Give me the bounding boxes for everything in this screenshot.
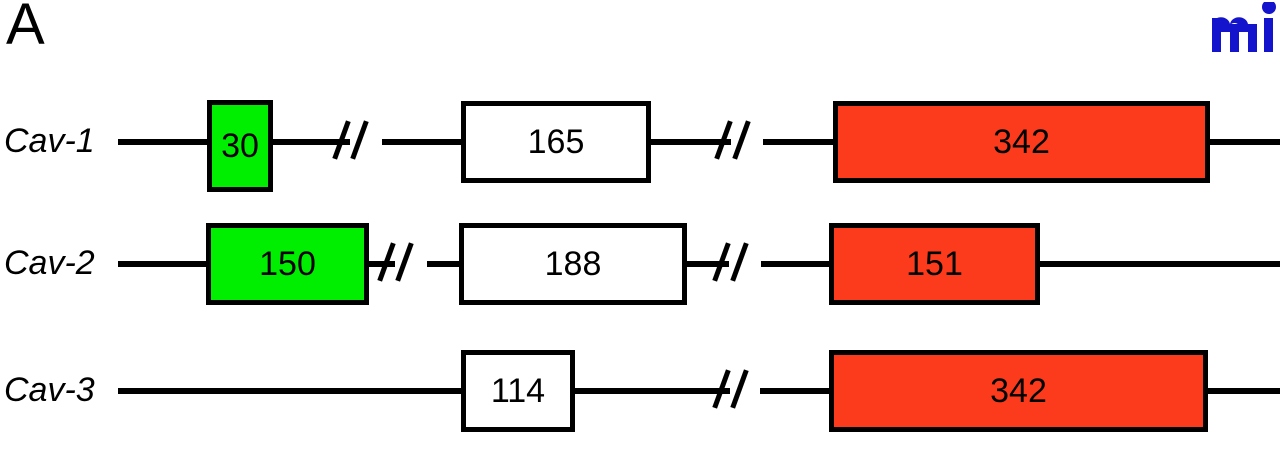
exon-box-green[interactable]: 30 <box>207 100 273 192</box>
backbone-segment <box>382 139 468 145</box>
gene-label-cav1: Cav-1 <box>4 122 95 160</box>
backbone-segment <box>1203 139 1280 145</box>
gene-label-cav3: Cav-3 <box>4 371 95 409</box>
backbone-segment <box>681 261 729 267</box>
exon-box-white[interactable]: 188 <box>459 223 687 305</box>
exon-box-white[interactable]: 114 <box>461 350 575 432</box>
backbone-segment <box>363 261 395 267</box>
backbone-segment <box>118 261 212 267</box>
mi-logo <box>1208 2 1280 54</box>
backbone-segment <box>427 261 465 267</box>
exon-box-red[interactable]: 151 <box>829 223 1040 305</box>
exon-box-white[interactable]: 165 <box>461 101 651 183</box>
intron-break-mark <box>712 242 749 286</box>
backbone-segment <box>1203 388 1280 394</box>
exon-box-red[interactable]: 342 <box>829 350 1208 432</box>
backbone-segment <box>266 139 350 145</box>
gene-label-cav2: Cav-2 <box>4 244 95 282</box>
gene-row-cav1: Cav-1 30 165 342 <box>0 82 1280 202</box>
exon-box-red[interactable]: 342 <box>833 101 1210 183</box>
intron-break-mark <box>714 120 751 164</box>
backbone-segment <box>761 261 835 267</box>
backbone-segment <box>118 388 468 394</box>
backbone-segment <box>118 139 214 145</box>
backbone-segment <box>570 388 730 394</box>
backbone-segment <box>645 139 731 145</box>
exon-box-green[interactable]: 150 <box>206 223 369 305</box>
intron-break-mark <box>712 369 749 413</box>
intron-break-mark <box>332 120 369 164</box>
gene-row-cav2: Cav-2 150 188 151 <box>0 204 1280 324</box>
backbone-segment <box>1034 261 1280 267</box>
backbone-segment <box>763 139 841 145</box>
caveolin-gene-structure-figure: A Cav-1 <box>0 0 1280 432</box>
gene-row-cav3: Cav-3 114 342 <box>0 331 1280 451</box>
intron-break-mark <box>377 242 414 286</box>
panel-letter: A <box>6 0 45 57</box>
backbone-segment <box>760 388 834 394</box>
